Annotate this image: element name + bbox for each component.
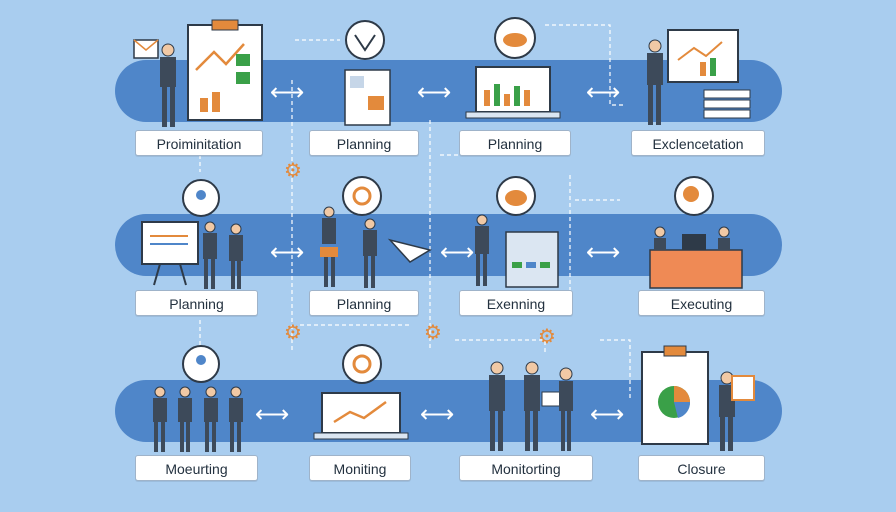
person-icon xyxy=(475,214,489,286)
step-label-executing: Executing xyxy=(638,290,765,316)
double-arrow-icon: ⟷ xyxy=(440,238,475,266)
dashboard-icon xyxy=(505,231,559,288)
double-arrow-icon: ⟷ xyxy=(420,400,455,428)
people-icon xyxy=(182,179,220,217)
presentation-board-icon xyxy=(141,221,199,286)
document-icon xyxy=(344,69,391,126)
magnifier-badge-icon xyxy=(674,176,714,216)
step-label-planning: Planning xyxy=(309,130,419,156)
gear-icon: ⚙ xyxy=(284,320,302,344)
presentation-board-icon xyxy=(667,29,739,83)
gear-badge-icon xyxy=(342,176,382,216)
cloud-icon xyxy=(496,176,536,216)
step-label-measuring: Moeurting xyxy=(135,455,258,481)
envelope-icon xyxy=(133,39,159,59)
gear-badge-icon xyxy=(342,344,382,384)
step-label-monitoring: Monitorting xyxy=(459,455,593,481)
report-clipboard-icon xyxy=(641,345,709,445)
person-icon xyxy=(719,371,755,451)
person-icon xyxy=(320,206,377,288)
double-arrow-icon: ⟷ xyxy=(586,78,621,106)
gear-icon: ⚙ xyxy=(424,320,442,344)
laptop-icon xyxy=(465,66,561,119)
double-arrow-icon: ⟷ xyxy=(590,400,625,428)
paper-stack-icon xyxy=(703,89,751,119)
step-label-execution: Exclencetation xyxy=(631,130,765,156)
step-label-initiation: Proiminitation xyxy=(135,130,263,156)
clipboard-icon xyxy=(187,19,263,121)
presenter-icon xyxy=(647,39,663,125)
step-label-monitoring: Moniting xyxy=(309,455,411,481)
paper-plane-icon xyxy=(387,238,432,263)
double-arrow-icon: ⟷ xyxy=(270,78,305,106)
person-icon xyxy=(160,43,176,127)
double-arrow-icon: ⟷ xyxy=(417,78,452,106)
laptop-icon xyxy=(313,392,409,440)
double-arrow-icon: ⟷ xyxy=(255,400,290,428)
people-icon xyxy=(489,361,573,451)
desk-icon xyxy=(649,226,743,289)
step-label-planning: Planning xyxy=(459,130,571,156)
step-label-planning: Planning xyxy=(309,290,419,316)
step-label-closure: Closure xyxy=(638,455,765,481)
double-arrow-icon: ⟷ xyxy=(270,238,305,266)
cloud-icon xyxy=(494,17,536,59)
double-arrow-icon: ⟷ xyxy=(586,238,621,266)
person-icon xyxy=(203,221,243,289)
gear-icon: ⚙ xyxy=(284,158,302,182)
step-label-planning: Planning xyxy=(135,290,258,316)
badge-icon xyxy=(345,20,385,60)
gear-icon: ⚙ xyxy=(538,324,556,348)
step-label-executing: Exenning xyxy=(459,290,573,316)
team-icon xyxy=(153,345,243,452)
